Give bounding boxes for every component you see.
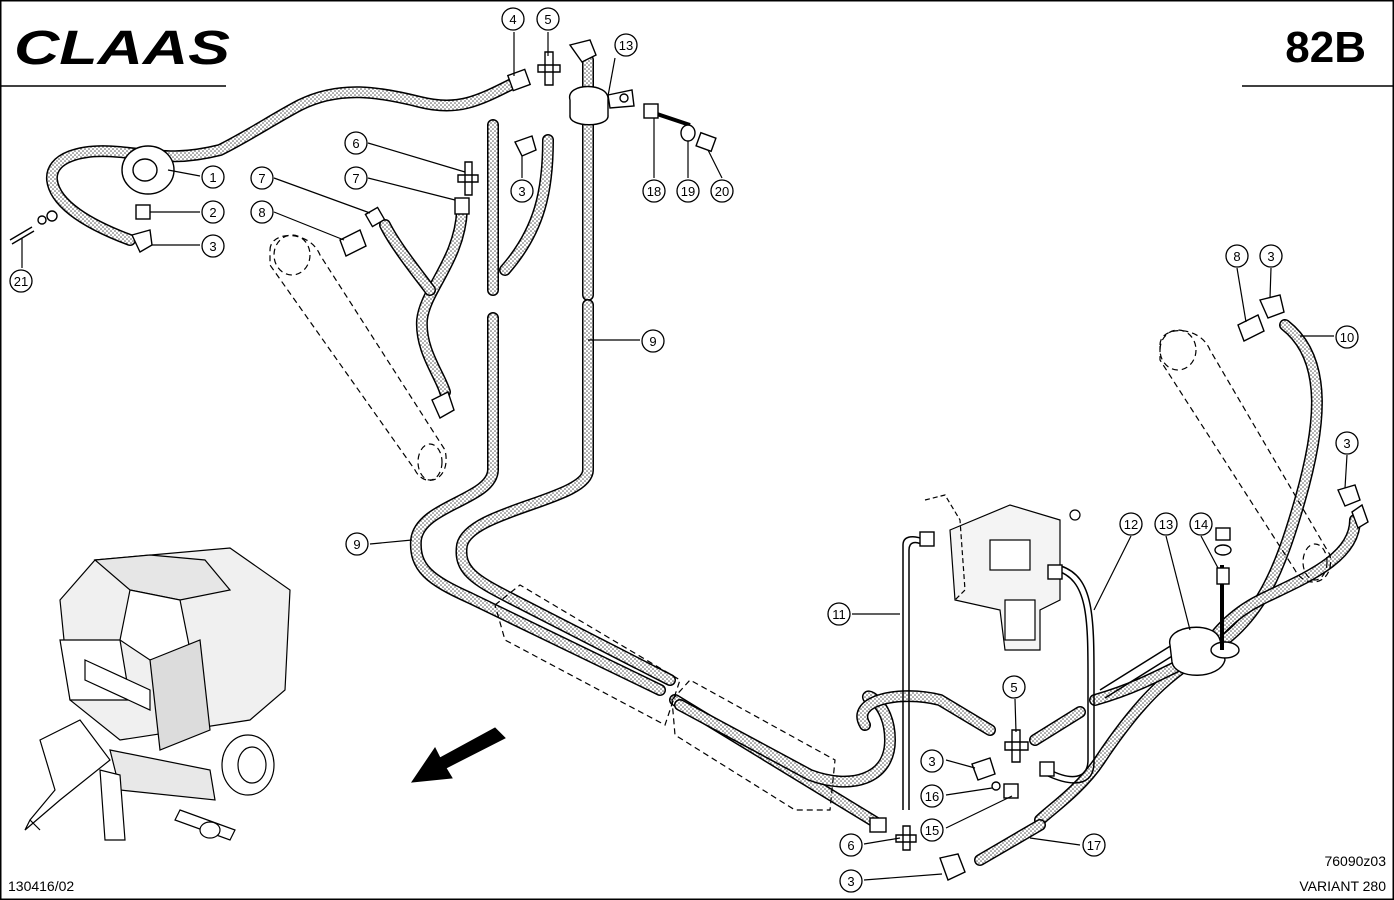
callout-8: 8 (250, 200, 274, 224)
callout-6: 6 (344, 131, 368, 155)
svg-text:3: 3 (1343, 436, 1350, 451)
callout-3: 3 (201, 234, 225, 258)
svg-text:6: 6 (847, 838, 854, 853)
pipe-clamp (569, 85, 609, 126)
callout-13: 13 (1154, 512, 1178, 536)
callout-3: 3 (1259, 244, 1283, 268)
callout-13: 13 (614, 33, 638, 57)
svg-text:8: 8 (1233, 249, 1240, 264)
callout-18: 18 (642, 179, 666, 203)
adapter-part-2 (135, 204, 151, 220)
leader-lines (21, 32, 1348, 881)
svg-text:CLAAS: CLAAS (14, 22, 230, 75)
svg-text:3: 3 (209, 239, 216, 254)
svg-text:17: 17 (1087, 838, 1101, 853)
elbow-part-3 (131, 229, 153, 253)
svg-text:20: 20 (715, 184, 729, 199)
callout-8: 8 (1225, 244, 1249, 268)
svg-text:11: 11 (832, 607, 846, 622)
model-name: VARIANT 280 (1299, 878, 1386, 894)
callout-7: 7 (344, 166, 368, 190)
svg-text:1: 1 (209, 170, 216, 185)
svg-text:5: 5 (544, 12, 551, 27)
claas-logo: CLAAS (14, 22, 230, 75)
svg-text:9: 9 (353, 537, 360, 552)
callout-9: 9 (641, 329, 665, 353)
valve-block (924, 494, 1081, 651)
doc-number: 130416/02 (8, 878, 74, 894)
callout-10: 10 (1335, 325, 1359, 349)
callout-11: 11 (827, 602, 851, 626)
svg-text:3: 3 (518, 184, 525, 199)
svg-text:5: 5 (1010, 680, 1017, 695)
page-code: 82B (1285, 23, 1366, 72)
svg-text:10: 10 (1340, 330, 1354, 345)
callout-6: 6 (839, 833, 863, 857)
figure-code: 76090z03 (1324, 853, 1386, 869)
svg-text:13: 13 (1159, 517, 1173, 532)
svg-text:15: 15 (925, 823, 939, 838)
baler-overview-illustration (24, 547, 291, 841)
svg-text:7: 7 (352, 171, 359, 186)
callout-7: 7 (250, 166, 274, 190)
callout-3: 3 (839, 869, 863, 893)
callout-3: 3 (510, 179, 534, 203)
svg-text:8: 8 (258, 205, 265, 220)
callout-16: 16 (920, 784, 944, 808)
direction-arrow-icon (410, 727, 506, 783)
callout-14: 14 (1189, 512, 1213, 536)
svg-text:3: 3 (1267, 249, 1274, 264)
callout-17: 17 (1082, 833, 1106, 857)
callout-3: 3 (920, 749, 944, 773)
cylinder-outlines (269, 234, 1332, 811)
svg-text:9: 9 (649, 334, 656, 349)
callouts: 1 2 3 21 4 5 13 6 3 7 7 8 18 19 20 9 9 8… (9, 7, 1359, 893)
svg-text:21: 21 (14, 274, 28, 289)
callout-2: 2 (201, 200, 225, 224)
callout-3: 3 (1335, 431, 1359, 455)
svg-text:4: 4 (509, 12, 516, 27)
callout-15: 15 (920, 818, 944, 842)
svg-text:3: 3 (847, 874, 854, 889)
callout-5: 5 (536, 7, 560, 31)
svg-text:19: 19 (681, 184, 695, 199)
callout-20: 20 (710, 179, 734, 203)
svg-text:7: 7 (258, 171, 265, 186)
fittings (9, 39, 1369, 881)
callout-5: 5 (1002, 675, 1026, 699)
callout-9: 9 (345, 532, 369, 556)
svg-text:13: 13 (619, 38, 633, 53)
callout-4: 4 (501, 7, 525, 31)
svg-text:3: 3 (928, 754, 935, 769)
callout-1: 1 (201, 165, 225, 189)
svg-text:12: 12 (1124, 517, 1138, 532)
svg-text:6: 6 (352, 136, 359, 151)
svg-text:16: 16 (925, 789, 939, 804)
callout-12: 12 (1119, 512, 1143, 536)
svg-text:2: 2 (209, 205, 216, 220)
svg-text:14: 14 (1194, 517, 1208, 532)
callout-19: 19 (676, 179, 700, 203)
svg-text:18: 18 (647, 184, 661, 199)
hoses (46, 54, 1361, 866)
callout-21: 21 (9, 269, 33, 293)
